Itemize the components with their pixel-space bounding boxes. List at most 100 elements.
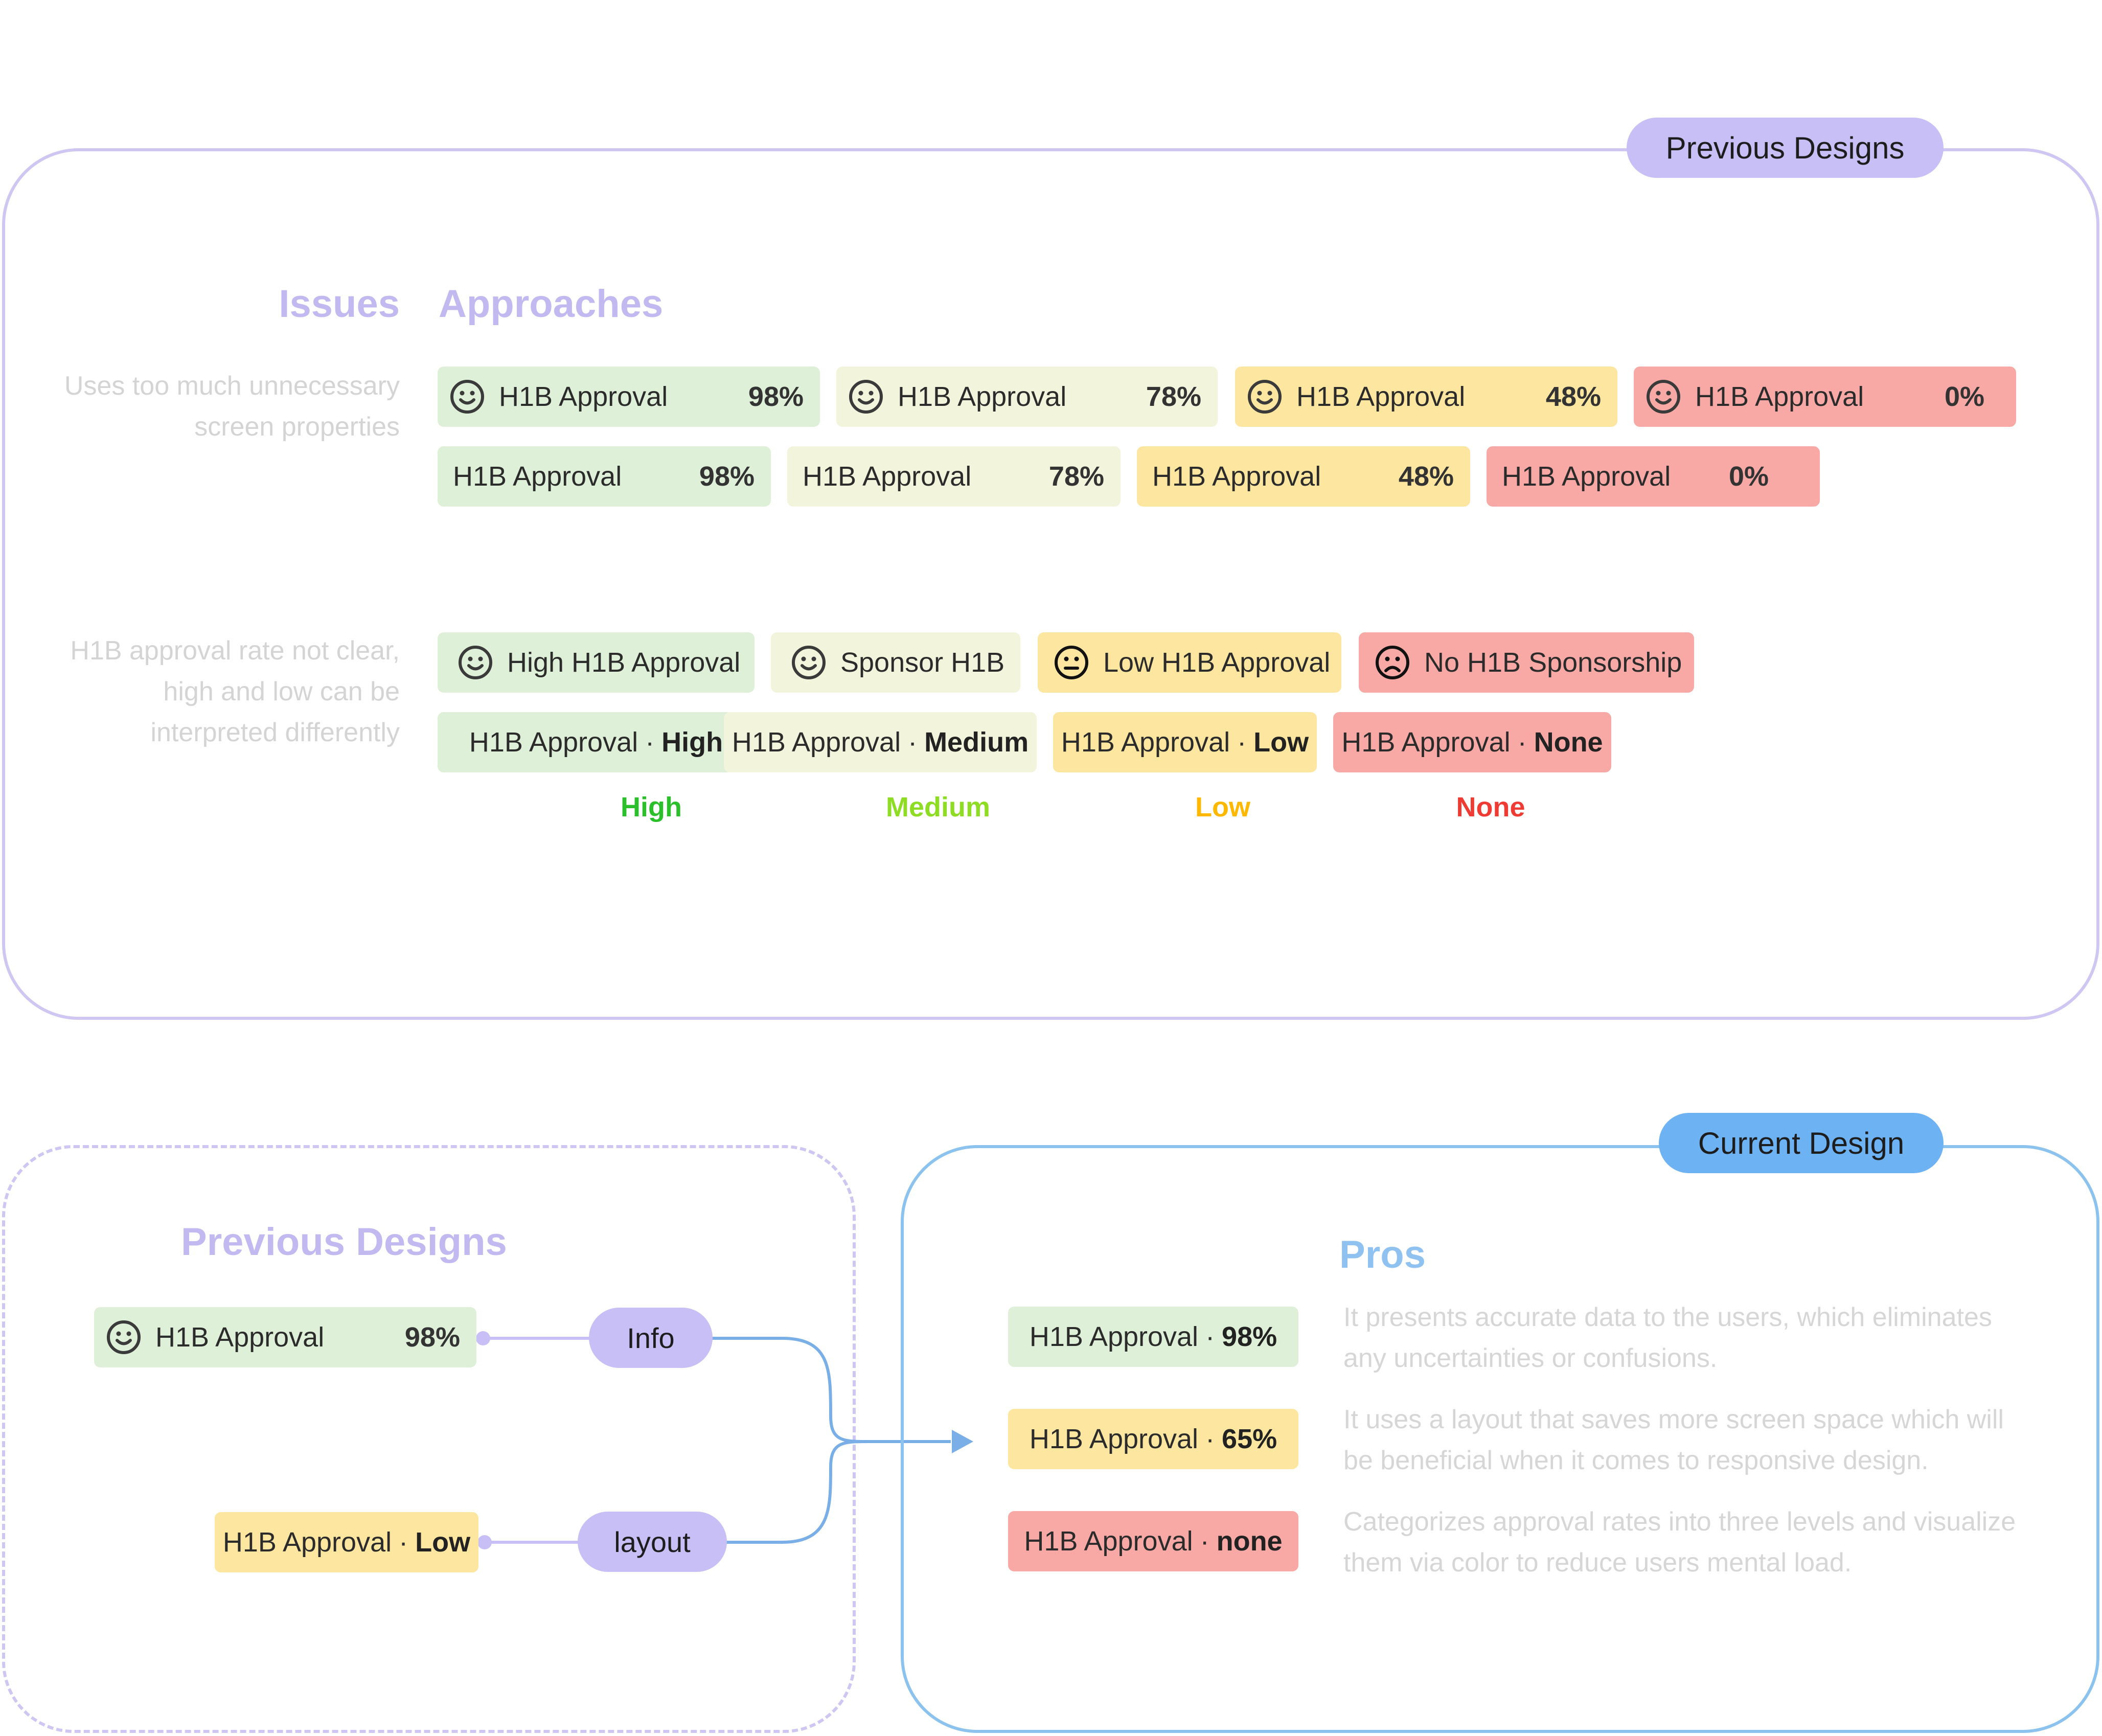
pill-value: 48% (1545, 381, 1601, 412)
previous-designs-dashed-frame (2, 1145, 856, 1733)
pill-label: No H1B Sponsorship (1424, 647, 1682, 678)
approach-pill-level-low: H1B Approval·Low (1053, 712, 1317, 772)
approach-pill-icon-48: H1B Approval 48% (1235, 367, 1617, 427)
smile-icon (848, 378, 884, 415)
approach-pill-no-sponsorship: No H1B Sponsorship (1359, 632, 1694, 693)
frown-icon (1374, 644, 1411, 681)
pill-value: 78% (1146, 381, 1201, 412)
pill-separator: · (399, 1527, 408, 1558)
pill-label: Sponsor H1B (840, 647, 1005, 678)
node-info: Info (589, 1308, 713, 1368)
connector-layout-current (725, 1440, 870, 1544)
smile-icon (449, 378, 486, 415)
bottom-previous-designs-heading: Previous Designs (181, 1220, 507, 1264)
pill-label: H1B Approval (1061, 727, 1230, 758)
pill-separator: · (1200, 1526, 1209, 1557)
connector-dot (476, 1331, 490, 1345)
pill-separator: · (1205, 1424, 1215, 1454)
pill-separator: · (645, 727, 655, 758)
previous-design-pill-percent: H1B Approval 98% (94, 1307, 476, 1367)
smile-icon (790, 644, 827, 681)
pill-value: 65% (1222, 1424, 1277, 1454)
approaches-heading: Approaches (439, 282, 664, 326)
pill-label: H1B Approval (803, 461, 972, 492)
approach-pill-level-high: H1B Approval·High (438, 712, 755, 772)
pill-label: H1B Approval (1695, 381, 1864, 412)
pill-separator: · (1237, 727, 1247, 758)
approach-pill-icon-0: H1B Approval 0% (1634, 367, 2016, 427)
pill-separator: · (908, 727, 918, 758)
arrowhead-icon (952, 1430, 973, 1453)
pill-value: 0% (1944, 381, 1984, 412)
issues-heading: Issues (279, 282, 400, 326)
pill-level: Medium (924, 727, 1029, 758)
approach-pill-icon-78: H1B Approval 78% (836, 367, 1218, 427)
pill-label: H1B Approval (155, 1322, 325, 1353)
pill-label: H1B Approval (453, 461, 622, 492)
pill-label: H1B Approval (732, 727, 901, 758)
pill-label: Low H1B Approval (1103, 647, 1331, 678)
approach-pill-98: H1B Approval 98% (438, 446, 771, 507)
legend-medium: Medium (885, 792, 990, 823)
current-pill-none: H1B Approval·none (1008, 1511, 1298, 1571)
pill-value: 98% (1222, 1321, 1277, 1352)
pill-label: H1B Approval (1341, 727, 1511, 758)
pill-value: 98% (748, 381, 804, 412)
approach-pill-level-medium: H1B Approval·Medium (724, 712, 1037, 772)
pill-value: 0% (1728, 461, 1769, 492)
issue-unclear-rate: H1B approval rate not clear, high and lo… (70, 636, 400, 747)
pill-label: H1B Approval (1024, 1526, 1193, 1557)
approach-pill-level-none: H1B Approval·None (1333, 712, 1611, 772)
pill-value: 98% (699, 461, 755, 492)
previous-designs-frame (2, 148, 2099, 1020)
legend-low: Low (1195, 792, 1250, 823)
smile-icon (1246, 378, 1283, 415)
pill-label: H1B Approval (499, 381, 668, 412)
pill-value: none (1216, 1526, 1283, 1557)
smile-icon (105, 1319, 142, 1356)
node-layout: layout (578, 1512, 727, 1572)
pill-separator: · (1517, 727, 1527, 758)
approach-pill-0: H1B Approval 0% (1487, 446, 1820, 507)
pill-label: H1B Approval (469, 727, 638, 758)
legend-high: High (621, 792, 682, 823)
approach-pill-low-approval: Low H1B Approval (1038, 632, 1341, 693)
approach-pill-high-approval: High H1B Approval (438, 632, 755, 693)
current-design-tag: Current Design (1659, 1113, 1944, 1173)
pros-heading: Pros (1339, 1233, 1426, 1276)
pill-level: Low (415, 1527, 471, 1558)
smile-icon (1645, 378, 1682, 415)
current-design-frame (901, 1145, 2099, 1733)
approach-pill-icon-98: H1B Approval 98% (438, 367, 820, 427)
approach-pill-sponsor: Sponsor H1B (771, 632, 1020, 693)
previous-designs-tag: Previous Designs (1627, 118, 1944, 178)
pro-accurate-data: It presents accurate data to the users, … (1343, 1303, 1992, 1373)
connector-dot (477, 1535, 492, 1549)
pill-value: 48% (1398, 461, 1454, 492)
smile-icon (457, 644, 494, 681)
issue-screen-space: Uses too much unnecessary screen propert… (64, 371, 400, 442)
pill-level: None (1534, 727, 1603, 758)
approach-pill-78: H1B Approval 78% (787, 446, 1121, 507)
pill-value: 78% (1048, 461, 1104, 492)
pill-label: H1B Approval (1152, 461, 1321, 492)
pill-label: H1B Approval (1029, 1321, 1199, 1352)
pill-value: 98% (404, 1322, 460, 1353)
pill-label: H1B Approval (1296, 381, 1466, 412)
pill-label: H1B Approval (1502, 461, 1671, 492)
pill-label: H1B Approval (898, 381, 1067, 412)
pill-label: H1B Approval (222, 1527, 392, 1558)
pill-level: High (661, 727, 723, 758)
legend-none: None (1456, 792, 1525, 823)
pill-label: H1B Approval (1029, 1424, 1199, 1454)
pill-level: Low (1253, 727, 1309, 758)
pro-saves-space: It uses a layout that saves more screen … (1343, 1405, 2004, 1475)
current-pill-65: H1B Approval·65% (1008, 1409, 1298, 1469)
neutral-face-icon (1053, 644, 1090, 681)
pro-color-levels: Categorizes approval rates into three le… (1343, 1507, 2016, 1578)
approach-pill-48: H1B Approval 48% (1137, 446, 1470, 507)
pill-separator: · (1205, 1321, 1215, 1352)
pill-label: High H1B Approval (507, 647, 741, 678)
previous-design-pill-level: H1B Approval·Low (215, 1512, 478, 1572)
